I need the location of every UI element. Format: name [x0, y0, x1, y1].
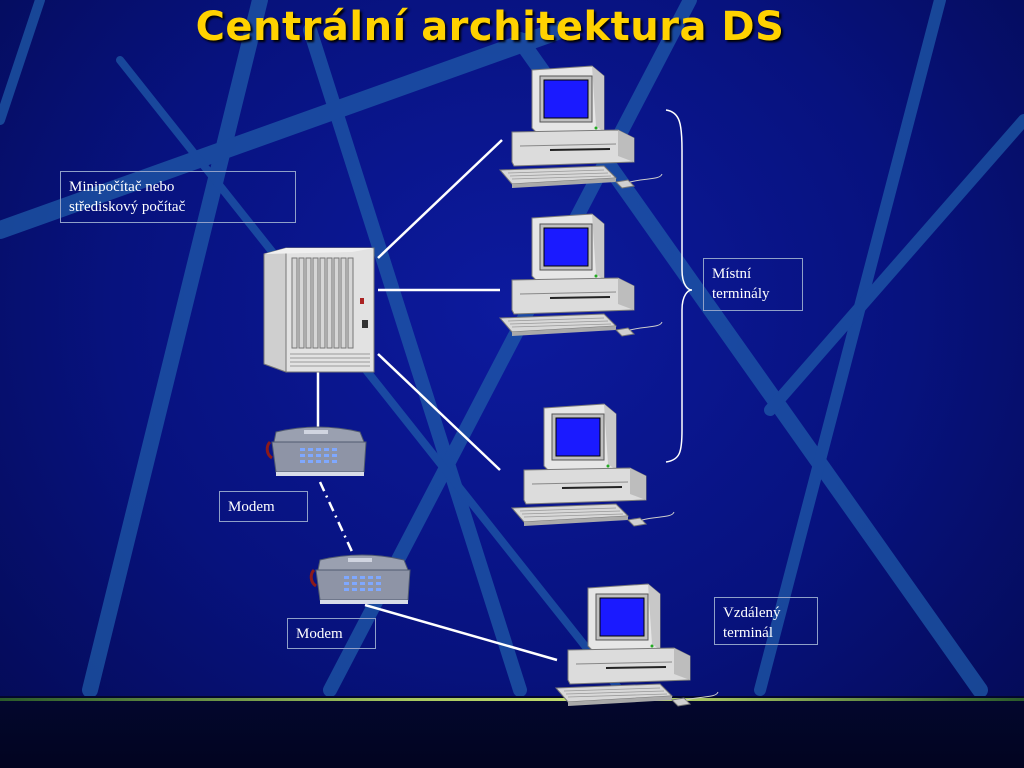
server-label-line-2: střediskový počítač [69, 199, 186, 215]
local-terminal-1-icon [499, 65, 663, 189]
local-terminals-bracket [665, 109, 693, 463]
remote-terminal-label-line-2: terminál [723, 625, 773, 641]
remote-terminal-label-line-1: Vzdálený [723, 605, 781, 621]
server-label-line-1: Minipočítač nebo [69, 179, 175, 195]
floor-divider [0, 698, 1024, 701]
modem-bottom-icon [309, 553, 412, 606]
link-modem-remote-terminal [364, 603, 558, 662]
modem-bottom-label: Modem [287, 618, 376, 649]
link-server-terminal-1 [377, 139, 503, 259]
modem-top-icon [265, 425, 368, 478]
local-terminal-3-icon [511, 403, 675, 527]
floor [0, 696, 1024, 768]
server-rack-icon [263, 247, 375, 373]
local-terminals-label-line-2: terminály [712, 286, 770, 302]
link-server-terminal-3 [377, 353, 501, 471]
slide-title: Centrální architektura DS [195, 4, 785, 50]
phone-line-dashed [318, 481, 356, 557]
remote-terminal-label: Vzdálený terminál [714, 597, 818, 645]
connection-lines [316, 139, 558, 662]
local-terminals-label: Místní terminály [703, 258, 803, 311]
local-terminals-label-line-1: Místní [712, 266, 752, 282]
local-terminal-2-icon [499, 213, 663, 337]
remote-terminal-icon [555, 583, 719, 707]
modem-top-label: Modem [219, 491, 308, 522]
server-label: Minipočítač nebo střediskový počítač [60, 171, 296, 223]
